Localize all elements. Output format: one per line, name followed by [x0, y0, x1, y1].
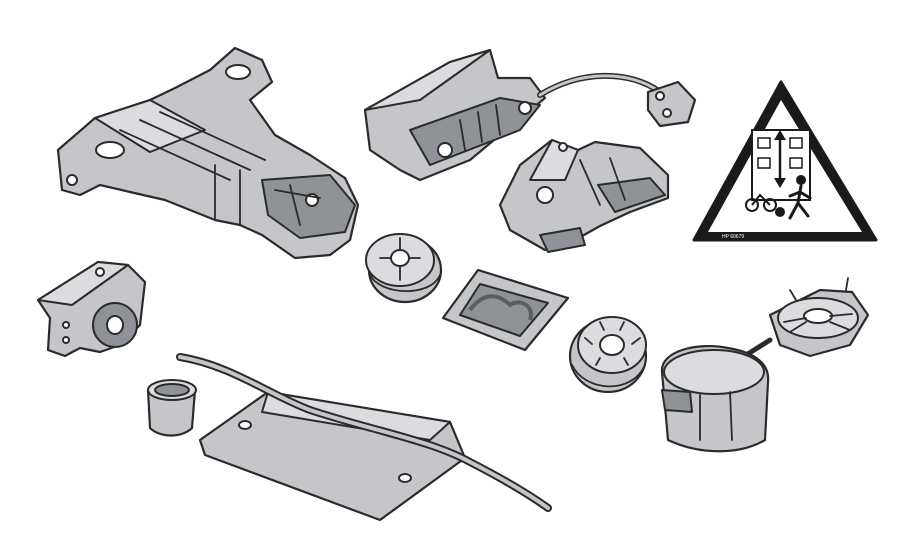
child-safety-warning-sign: HP 60679 [692, 80, 878, 242]
motor-bracket-part [56, 46, 360, 260]
spring-holder-assembly-part [660, 277, 870, 453]
slide-housing-part [363, 48, 697, 182]
pulley-wheel-part [365, 233, 443, 304]
warning-sign-code: HP 60679 [722, 234, 744, 240]
grease-packet-part [441, 268, 570, 352]
angle-bracket-roller-part [36, 260, 147, 358]
lever-latch-part [498, 138, 670, 253]
rubber-cap-part [146, 379, 197, 437]
cog-pulley-part [568, 316, 648, 394]
mounting-plate-part [198, 390, 467, 522]
guide-wire-part [176, 353, 552, 512]
